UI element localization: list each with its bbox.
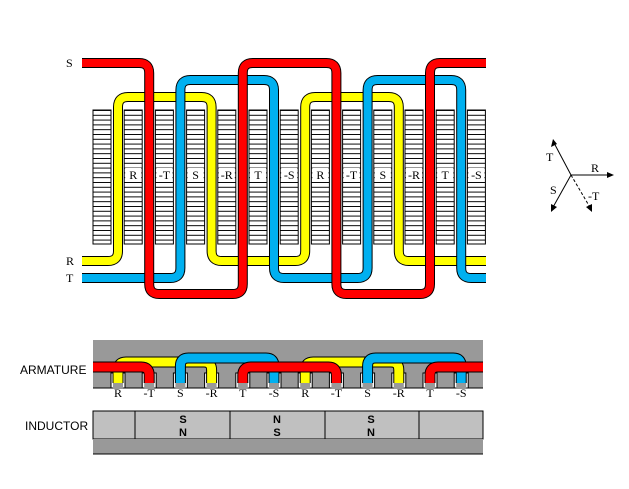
inductor-yoke bbox=[93, 439, 483, 454]
slot-label: S bbox=[192, 168, 199, 182]
arrowhead-icon bbox=[607, 172, 614, 178]
lamination-stack bbox=[92, 109, 112, 245]
slot-label: R bbox=[129, 168, 137, 182]
phasor-minus-t-arrow bbox=[570, 174, 592, 210]
armature-slot-label: R bbox=[301, 386, 309, 400]
pole-bottom: S bbox=[273, 427, 280, 439]
arrowhead-icon bbox=[551, 139, 557, 147]
slot-label-bg bbox=[187, 168, 204, 181]
phase-label-t: T bbox=[66, 271, 74, 285]
slot-label-bg bbox=[312, 168, 329, 181]
armature-slot-label: -S bbox=[269, 386, 280, 400]
slot-label: T bbox=[254, 168, 262, 182]
phase-s-coil bbox=[82, 59, 486, 298]
armature-slot-label: R bbox=[114, 386, 122, 400]
armature-s-coil bbox=[93, 362, 154, 383]
armature-s-coil bbox=[238, 362, 341, 383]
armature-slot-label: -T bbox=[144, 386, 156, 400]
coils bbox=[82, 58, 486, 299]
slot-label-bg bbox=[343, 168, 360, 181]
slot-label-bg bbox=[125, 168, 142, 181]
slot-label-bg bbox=[218, 168, 235, 181]
armature-label: ARMATURE bbox=[20, 363, 86, 377]
phasor-label-s: S bbox=[550, 183, 557, 197]
phasor-label-minus-t: -T bbox=[588, 189, 600, 203]
inductor-label: INDUCTOR bbox=[25, 419, 88, 433]
slot-label-bg bbox=[156, 168, 173, 181]
phase-r-coil bbox=[82, 93, 486, 265]
armature-slot-label: -R bbox=[393, 386, 405, 400]
slot-label: R bbox=[316, 168, 324, 182]
phasor-label-r: R bbox=[591, 161, 599, 175]
armature-slot-label: T bbox=[426, 386, 434, 400]
armature-coils bbox=[93, 352, 483, 383]
arrowhead-icon bbox=[551, 204, 557, 212]
phase-label-s: S bbox=[66, 56, 73, 70]
phase-t-coil bbox=[82, 76, 486, 282]
armature-slot-label: S bbox=[364, 386, 371, 400]
pole-top: S bbox=[179, 414, 186, 426]
slot-label: -S bbox=[284, 168, 295, 182]
pole-bottom: N bbox=[367, 427, 375, 439]
armature-slot-label: S bbox=[177, 386, 184, 400]
slot-label-bg bbox=[437, 168, 454, 181]
armature-slot-label: -S bbox=[456, 386, 467, 400]
phasor-diagram: T R S -T bbox=[546, 139, 614, 212]
inductor-poles bbox=[92, 410, 484, 440]
phasor-t-arrow bbox=[552, 140, 572, 176]
phasor-s-arrow bbox=[551, 174, 572, 210]
slot-label-bg bbox=[468, 168, 485, 181]
pole-top: S bbox=[367, 414, 374, 426]
armature-slot-label: T bbox=[239, 386, 247, 400]
slot-label: S bbox=[379, 168, 386, 182]
slot-labels: R -T S -R T -S R -T S -R T -S bbox=[125, 168, 485, 182]
pole-top: N bbox=[273, 414, 281, 426]
slot-label: T bbox=[442, 168, 450, 182]
slot-label: -R bbox=[221, 168, 233, 182]
phasor-label-t: T bbox=[546, 150, 554, 164]
slot-label-bg bbox=[406, 168, 422, 181]
slot-label: -R bbox=[408, 168, 420, 182]
armature-slot-label: -T bbox=[331, 386, 343, 400]
slot-label-bg bbox=[281, 168, 298, 181]
slot-label: -T bbox=[159, 168, 171, 182]
armature-slot-label: -R bbox=[206, 386, 218, 400]
slot-label: -T bbox=[346, 168, 358, 182]
slot-label-bg bbox=[250, 168, 266, 181]
armature-s-coil bbox=[425, 362, 483, 383]
armature-slot-labels: R -T S -R T -S R -T S -R T -S bbox=[114, 386, 467, 400]
pole-bottom: N bbox=[179, 427, 187, 439]
slot-label-bg bbox=[374, 168, 391, 181]
slot-label: -S bbox=[471, 168, 482, 182]
phase-label-r: R bbox=[66, 254, 74, 268]
arrowhead-icon bbox=[586, 204, 592, 212]
